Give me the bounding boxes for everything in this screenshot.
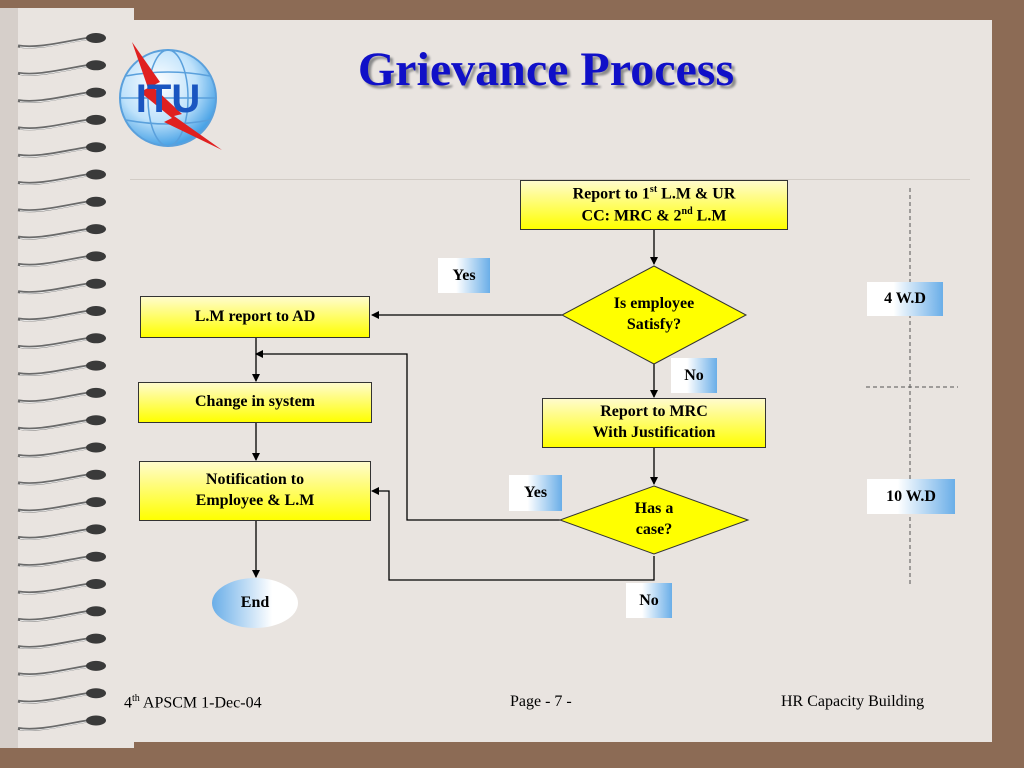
spiral-hole: [86, 524, 106, 535]
spiral-hole: [86, 715, 106, 726]
spiral-hole: [86, 387, 106, 398]
spiral-hole: [86, 169, 106, 180]
footer-left: 4th APSCM 1-Dec-04: [124, 693, 262, 712]
lightning-icon: [132, 42, 222, 150]
spiral-hole: [86, 579, 106, 589]
node-report-to-lm: Report to 1st L.M & UR CC: MRC & 2nd L.M: [520, 180, 788, 230]
itu-logo: ITU: [119, 42, 222, 150]
spiral-hole: [86, 688, 106, 699]
decision-satisfy-label: Is employee Satisfy?: [613, 295, 695, 333]
duration-10-wd: 10 W.D: [867, 479, 955, 514]
node-notification: Notification to Employee & L.M: [139, 461, 371, 521]
spiral-hole: [86, 360, 106, 371]
spiral-hole: [86, 87, 106, 98]
spiral-hole: [86, 442, 106, 453]
label-no-case: No: [626, 583, 672, 618]
spiral-hole: [86, 415, 106, 426]
spiral-hole: [86, 660, 106, 671]
spiral-hole: [86, 633, 106, 644]
title-divider: [130, 179, 970, 180]
logo-text: ITU: [136, 77, 200, 121]
connector-case-yes: [255, 350, 560, 521]
spiral-hole: [86, 497, 106, 508]
node-report-to-lm-line2: CC: MRC & 2nd L.M: [581, 206, 727, 225]
spiral-hole: [86, 278, 106, 289]
spiral-hole: [86, 469, 106, 480]
decision-satisfy-shape: [560, 265, 748, 365]
spiral-hole: [86, 333, 106, 344]
spiral-hole: [86, 224, 106, 235]
decision-case-label: Has a case?: [634, 500, 674, 538]
spiral-hole: [86, 142, 106, 153]
node-end: End: [212, 578, 298, 628]
label-yes-satisfy: Yes: [438, 258, 490, 293]
duration-4-wd: 4 W.D: [867, 282, 943, 316]
node-report-to-mrc: Report to MRC With Justification: [542, 398, 766, 448]
footer-right: HR Capacity Building: [781, 693, 925, 710]
spiral-hole: [86, 114, 106, 125]
spiral-hole: [86, 606, 106, 617]
slide-canvas: [66, 20, 992, 742]
spiral-hole: [86, 551, 106, 562]
label-yes-case: Yes: [509, 475, 562, 511]
connector-case-no: [371, 487, 655, 581]
spiral-binding: [17, 33, 106, 731]
node-change-system: Change in system: [138, 382, 372, 423]
spiral-hole: [86, 60, 106, 71]
decision-case-shape: [558, 485, 750, 555]
left-page-shade: [0, 8, 18, 748]
spiral-hole: [86, 306, 106, 316]
page-title: Grievance Process: [357, 43, 735, 96]
node-report-to-lm-line1: Report to 1st L.M & UR: [572, 183, 736, 203]
label-no-satisfy: No: [671, 358, 717, 393]
spiral-hole: [86, 33, 106, 43]
spiral-hole: [86, 251, 106, 262]
node-lm-report-ad: L.M report to AD: [140, 296, 370, 338]
footer-page-number: Page - 7 -: [510, 693, 572, 710]
spiral-hole: [86, 196, 106, 207]
